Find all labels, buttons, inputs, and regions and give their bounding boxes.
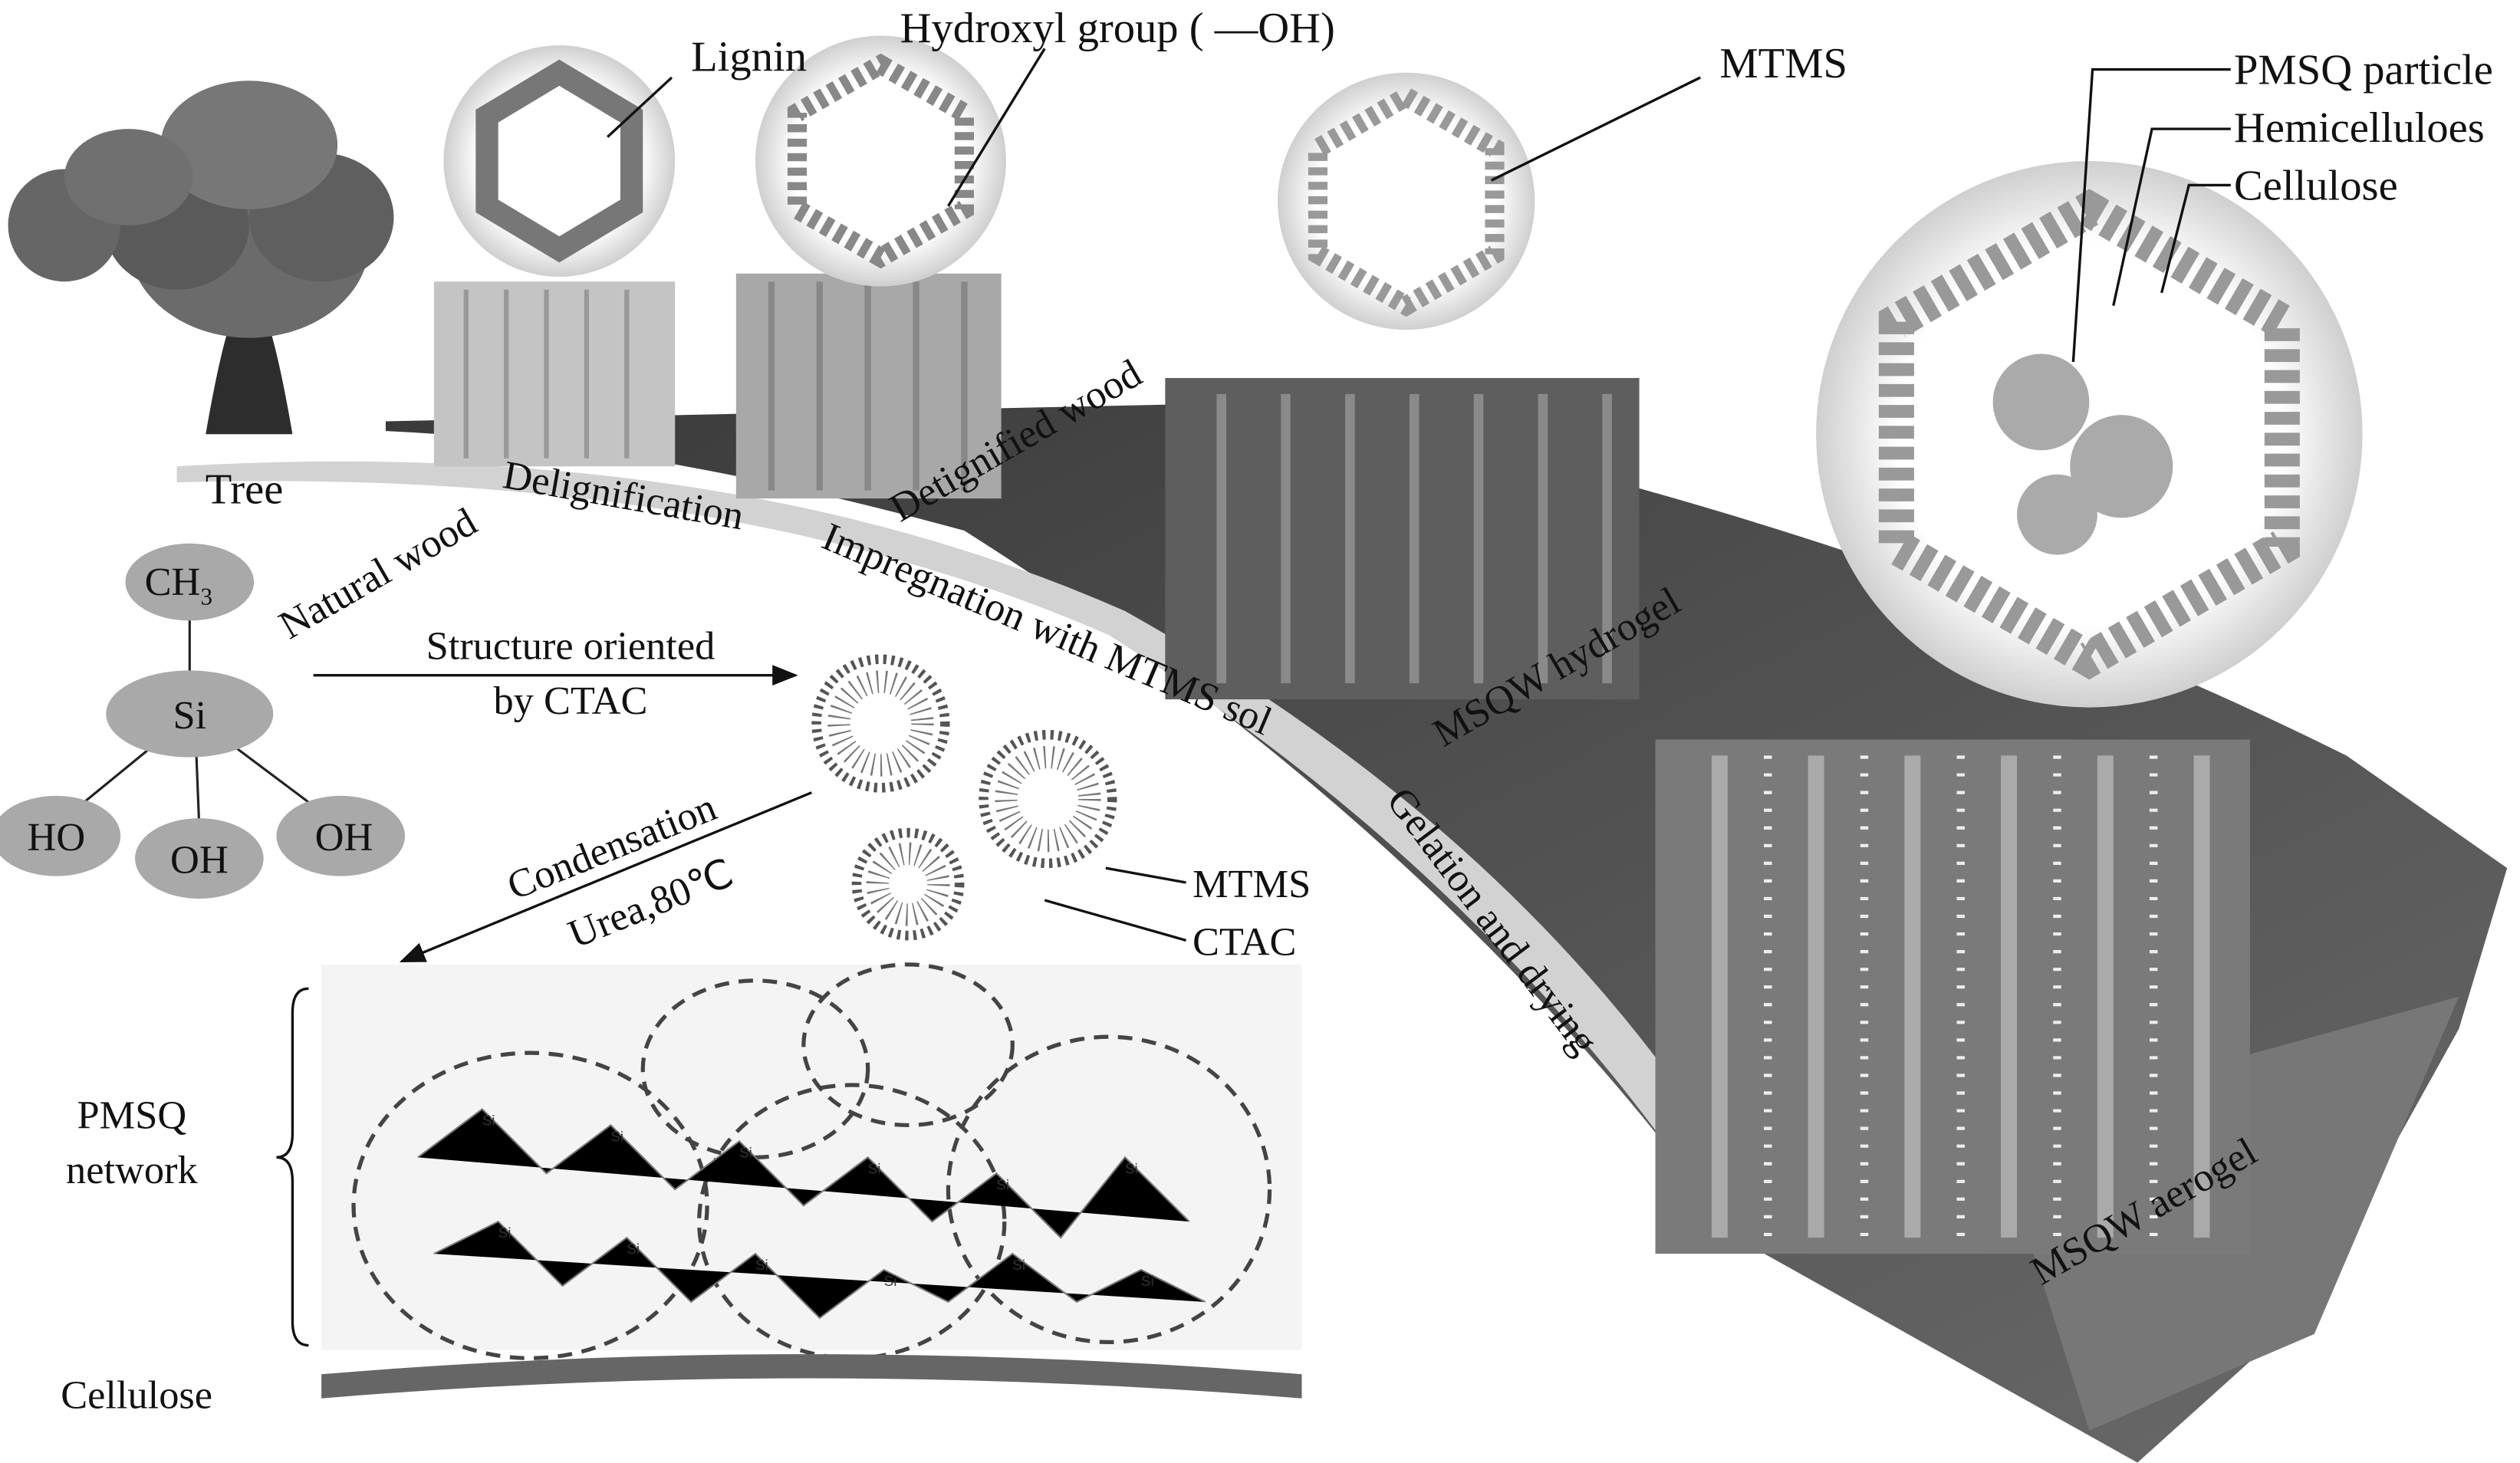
label-micelle-ctac: CTAC xyxy=(1193,919,1297,964)
svg-text:Si: Si xyxy=(996,1176,1009,1192)
label-mtms-top: MTMS xyxy=(1719,40,1847,87)
svg-text:Si: Si xyxy=(627,1241,640,1257)
leader-hydroxyl xyxy=(947,48,1046,207)
svg-text:Si: Si xyxy=(482,1112,495,1128)
svg-text:Si: Si xyxy=(739,1144,752,1160)
label-hemicellulose: Hemicelluloes xyxy=(2234,104,2485,152)
brace-pmsq-network xyxy=(276,987,309,1347)
tree-illustration xyxy=(8,81,394,435)
label-pmsq: PMSQ xyxy=(77,1093,187,1138)
mtms-molecule: CH3 Si HO OH OH xyxy=(0,543,406,899)
label-cellulose-bottom: Cellulose xyxy=(61,1373,212,1417)
arrow-condensation xyxy=(399,791,812,963)
delignified-wood-block xyxy=(735,35,1006,499)
leader-pmsq xyxy=(2071,67,2231,363)
label-micelle-mtms: MTMS xyxy=(1193,862,1311,906)
label-ho: HO xyxy=(28,815,86,860)
svg-text:Si: Si xyxy=(755,1257,768,1273)
svg-text:Si: Si xyxy=(498,1225,512,1241)
label-ch3: CH3 xyxy=(145,560,212,610)
leader-lignin xyxy=(607,76,673,138)
label-by-ctac: by CTAC xyxy=(493,679,647,723)
label-tree: Tree xyxy=(206,465,284,513)
svg-text:Si: Si xyxy=(1141,1273,1154,1289)
label-pmsq-particle: PMSQ particle xyxy=(2234,46,2493,94)
label-structure-oriented: Structure oriented xyxy=(426,624,716,669)
svg-text:Si: Si xyxy=(884,1273,897,1289)
svg-text:Si: Si xyxy=(610,1128,623,1144)
leader-cellulose xyxy=(2160,183,2231,294)
label-cellulose-top: Cellulose xyxy=(2234,162,2398,209)
svg-text:Si: Si xyxy=(868,1160,881,1176)
micelles xyxy=(811,654,1117,941)
label-hydroxyl-group: Hydroxyl group ( —OH) xyxy=(900,5,1335,52)
label-oh-1: OH xyxy=(170,837,229,882)
aerogel-block xyxy=(1655,161,2363,1254)
hydrogel-block xyxy=(1165,72,1640,700)
leader-mtms xyxy=(1491,76,1701,182)
label-network: network xyxy=(66,1148,198,1192)
label-si: Si xyxy=(173,693,206,738)
label-lignin: Lignin xyxy=(691,34,807,81)
natural-wood-block xyxy=(433,45,676,467)
leader-micelle-ctac xyxy=(1044,899,1187,942)
leader-hemicellulose xyxy=(2112,127,2231,307)
leader-micelle-mtms xyxy=(1105,866,1186,884)
svg-text:Si: Si xyxy=(1125,1160,1138,1176)
label-oh-2: OH xyxy=(315,815,373,860)
svg-text:Si: Si xyxy=(1012,1257,1025,1273)
